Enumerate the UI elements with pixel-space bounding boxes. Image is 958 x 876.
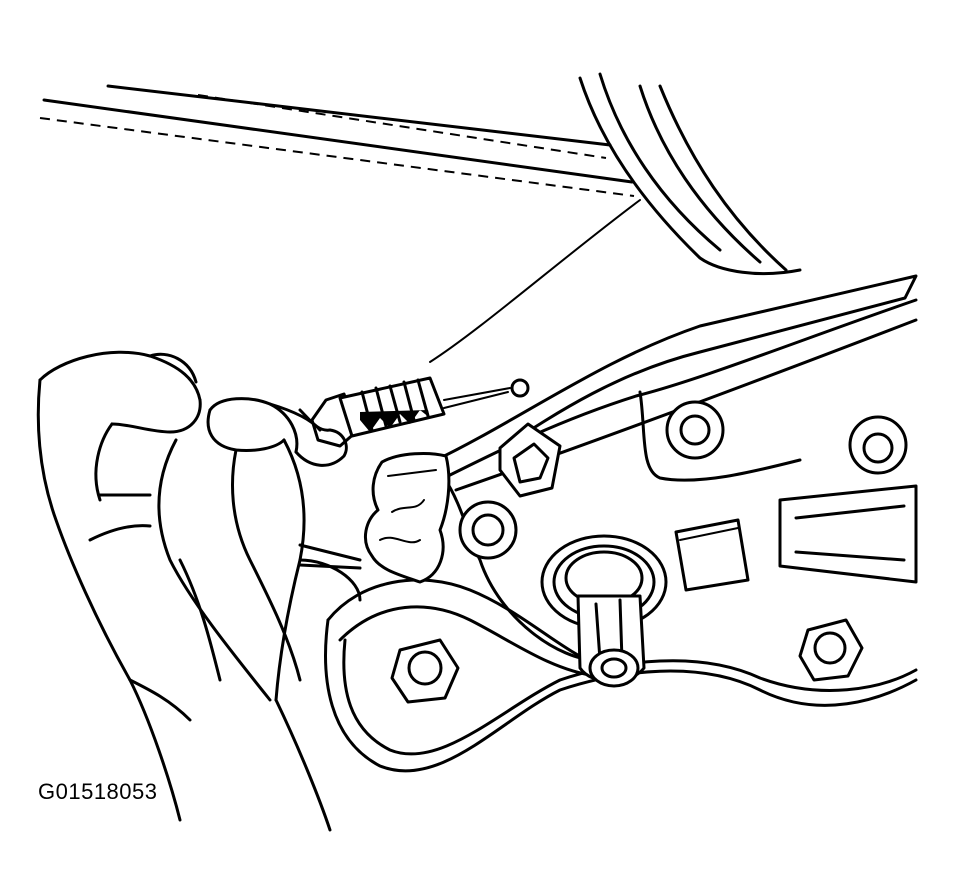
cable-end-fitting (310, 376, 530, 448)
seat-trim (39, 72, 802, 363)
pivot-shaft (540, 534, 668, 688)
retaining-clip (363, 452, 451, 584)
hand (36, 350, 362, 832)
figure-code: G01518053 (38, 779, 158, 804)
mounting-bolts (390, 400, 908, 704)
